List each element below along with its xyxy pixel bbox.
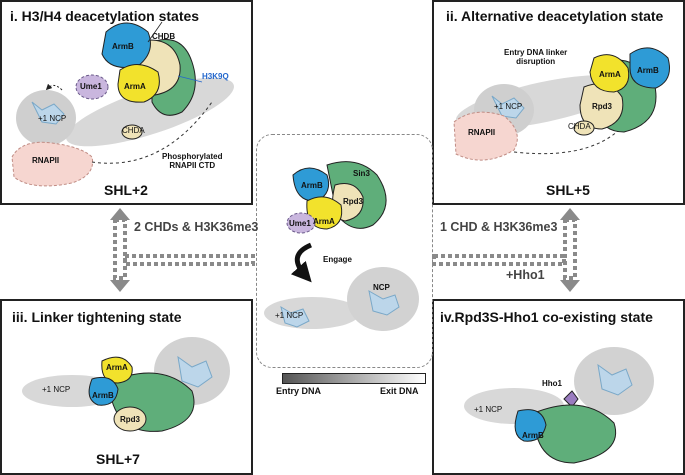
label-ncp: +1 NCP — [494, 102, 523, 111]
panel-ii-title: ii. Alternative deacetylation state — [446, 8, 664, 24]
label-ncp: +1 NCP — [38, 114, 67, 123]
panel-ii-illustration — [453, 47, 670, 161]
panel-ii-state: SHL+5 — [546, 182, 590, 198]
label-ncp: NCP — [373, 283, 390, 292]
label-armb: ArmB — [112, 42, 134, 51]
panel-rpd3s-hho1: iv.Rpd3S-Hho1 co-existing state Hho1 +1 … — [432, 299, 685, 475]
panel-iii-illustration — [22, 337, 230, 432]
label-entry: Entry DNA linker disruption — [504, 48, 568, 66]
label-armb: ArmB — [637, 66, 659, 75]
panel-i-state: SHL+2 — [104, 182, 148, 198]
panel-iv-illustration — [464, 347, 654, 464]
entry-exit-gradient-bar — [282, 373, 426, 384]
label-ncp: +1 NCP — [42, 385, 71, 394]
label-engage: Engage — [323, 255, 352, 264]
label-armb: ArmB — [92, 391, 114, 400]
label-ncp1: +1 NCP — [275, 311, 304, 320]
label-armb: ArmB — [522, 431, 544, 440]
label-rpd3: Rpd3 — [592, 102, 612, 111]
label-rpd3: Rpd3 — [343, 197, 363, 206]
gradient-label-exit: Exit DNA — [380, 386, 419, 396]
panel-iii-state: SHL+7 — [96, 451, 140, 467]
label-chdb: CHDB — [152, 32, 176, 41]
label-rpd3: Rpd3 — [120, 415, 140, 424]
label-arma: ArmA — [124, 82, 146, 91]
center-illustration — [264, 161, 419, 331]
panel-alternative-deacetylation: ii. Alternative deacetylation state Entr… — [432, 0, 685, 205]
label-chda: CHDA — [122, 126, 145, 135]
arrow-label-2chds: 2 CHDs & H3K36me3 — [134, 220, 259, 234]
label-hho1: Hho1 — [542, 379, 562, 388]
panel-i-title: i. H3/H4 deacetylation states — [10, 8, 200, 24]
label-sin3: Sin3 — [353, 169, 370, 178]
label-arma: ArmA — [599, 70, 621, 79]
label-ctd: Phosphorylated RNAPII CTD — [162, 152, 223, 170]
label-arma: ArmA — [106, 363, 128, 372]
arrow-label-hho1: +Hho1 — [506, 268, 545, 282]
label-ume1: Ume1 — [80, 82, 102, 91]
panel-h3h4-deacetylation: i. H3/H4 deacetylation states ArmB CHDB … — [0, 0, 253, 205]
arrow-label-1chd: 1 CHD & H3K36me3 — [440, 220, 558, 234]
panel-iii-title: iii. Linker tightening state — [12, 309, 182, 325]
panel-iv-title: iv.Rpd3S-Hho1 co-existing state — [440, 309, 653, 325]
center-rpd3s-complex: Sin3 ArmB Rpd3 Ume1 ArmA Engage NCP +1 N… — [256, 134, 433, 368]
label-rnapii: RNAPII — [32, 156, 60, 165]
label-ncp: +1 NCP — [474, 405, 503, 414]
label-chda: CHDA — [568, 122, 591, 131]
label-ume1: Ume1 — [289, 219, 311, 228]
panel-i-illustration — [11, 21, 234, 187]
label-h3k9q: H3K9Q — [202, 72, 229, 81]
gradient-label-entry: Entry DNA — [276, 386, 322, 396]
label-arma: ArmA — [313, 217, 335, 226]
panel-linker-tightening: iii. Linker tightening state ArmA +1 NCP… — [0, 299, 253, 475]
label-rnapii: RNAPII — [468, 128, 496, 137]
label-armb: ArmB — [301, 181, 323, 190]
